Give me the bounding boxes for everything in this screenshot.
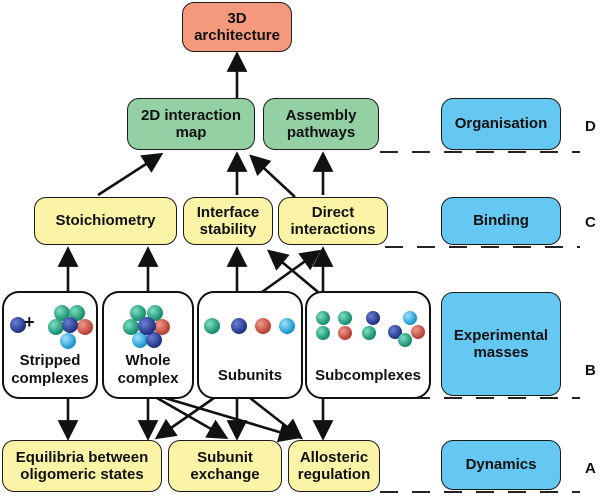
allosteric-regulation-box: Allosteric regulation xyxy=(288,440,380,492)
binding-category-label: Binding xyxy=(473,212,529,230)
molecule-navy xyxy=(388,325,402,339)
molecule-teal xyxy=(316,326,330,340)
arrow-subunits-to-allosteric xyxy=(249,396,304,440)
subunits-label: Subunits xyxy=(217,367,283,384)
molecule-teal xyxy=(48,319,64,335)
interface-stability-label: Interface stability xyxy=(196,203,260,238)
molecule-navy xyxy=(146,332,162,348)
level-a-label: A xyxy=(585,460,596,477)
stoichiometry-label: Stoichiometry xyxy=(55,212,156,230)
molecule-cyan xyxy=(60,333,76,349)
molecule-navy xyxy=(10,317,26,333)
direct-interactions-box: Direct interactions xyxy=(278,197,388,245)
molecule-red xyxy=(338,326,352,340)
masses-category-label: Experimental masses xyxy=(453,326,549,361)
molecule-teal xyxy=(398,333,412,347)
stripped-complex-molecules xyxy=(10,305,93,349)
molecule-navy xyxy=(138,317,156,335)
arrow-subcomplexes-to-interface xyxy=(267,249,319,293)
arrow-whole-to-allosteric xyxy=(164,396,300,443)
binding-category-box: Binding xyxy=(441,197,561,245)
stoichiometry-box: Stoichiometry xyxy=(34,197,177,245)
plus-sign: + xyxy=(24,312,35,332)
subunit-exchange-label: Subunit exchange xyxy=(190,448,260,483)
allosteric-regulation-label: Allosteric regulation xyxy=(297,448,371,483)
molecule-teal xyxy=(69,305,85,321)
level-c-label: C xyxy=(585,214,596,231)
interface-stability-box: Interface stability xyxy=(183,197,273,245)
organisation-category-label: Organisation xyxy=(454,115,548,133)
masses-category-box: Experimental masses xyxy=(441,292,561,396)
arrow-whole-to-exchange xyxy=(156,396,229,439)
equilibria-label: Equilibria between oligomeric states xyxy=(15,448,149,483)
whole-complex-label: Whole complex xyxy=(117,352,179,387)
molecule-red xyxy=(154,319,170,335)
molecule-cyan xyxy=(132,332,148,348)
dynamics-category-box: Dynamics xyxy=(441,440,561,490)
dynamics-category-label: Dynamics xyxy=(465,456,537,474)
arrow-stoichiometry-to-map xyxy=(97,152,164,197)
whole-complex-molecules xyxy=(123,305,170,348)
subcomplexes-label: Subcomplexes xyxy=(315,367,421,384)
molecule-cyan xyxy=(403,311,417,325)
arrow-direct-to-map xyxy=(249,154,296,198)
molecule-teal xyxy=(123,319,139,335)
interaction-map-box: 2D interaction map xyxy=(127,98,255,150)
arrow-subunits-to-direct xyxy=(261,249,322,294)
molecule-red xyxy=(77,319,93,335)
arrow-subunits-to-equilibria xyxy=(154,396,215,440)
level-d-label: D xyxy=(585,118,596,135)
subunit-exchange-box: Subunit exchange xyxy=(168,440,282,492)
molecule-red xyxy=(411,325,425,339)
molecule-navy xyxy=(62,317,78,333)
panel-subcomplexes xyxy=(305,291,431,399)
molecule-teal xyxy=(54,305,70,321)
interaction-map-label: 2D interaction map xyxy=(140,106,242,141)
assembly-pathways-box: Assembly pathways xyxy=(263,98,379,150)
panel-subunits xyxy=(197,291,303,399)
subcomplex-molecules xyxy=(316,311,425,347)
architecture-box: 3D architecture xyxy=(182,2,292,52)
molecule-teal xyxy=(316,311,330,325)
molecule-navy xyxy=(366,311,380,325)
molecule-navy xyxy=(231,318,247,334)
arrows xyxy=(57,51,334,443)
stripped-complexes-label: Stripped complexes xyxy=(11,352,89,387)
organisation-category-box: Organisation xyxy=(441,98,561,150)
level-b-label: B xyxy=(585,362,596,379)
subunit-molecules xyxy=(204,318,295,334)
molecule-teal xyxy=(147,305,163,321)
assembly-pathways-label: Assembly pathways xyxy=(285,106,357,141)
direct-interactions-label: Direct interactions xyxy=(290,203,376,238)
molecule-teal xyxy=(362,326,376,340)
molecule-cyan xyxy=(279,318,295,334)
molecule-teal xyxy=(130,305,146,321)
equilibria-box: Equilibria between oligomeric states xyxy=(2,440,162,492)
molecule-teal xyxy=(204,318,220,334)
architecture-label: 3D architecture xyxy=(194,9,280,44)
molecule-teal xyxy=(338,311,352,325)
molecule-red xyxy=(255,318,271,334)
